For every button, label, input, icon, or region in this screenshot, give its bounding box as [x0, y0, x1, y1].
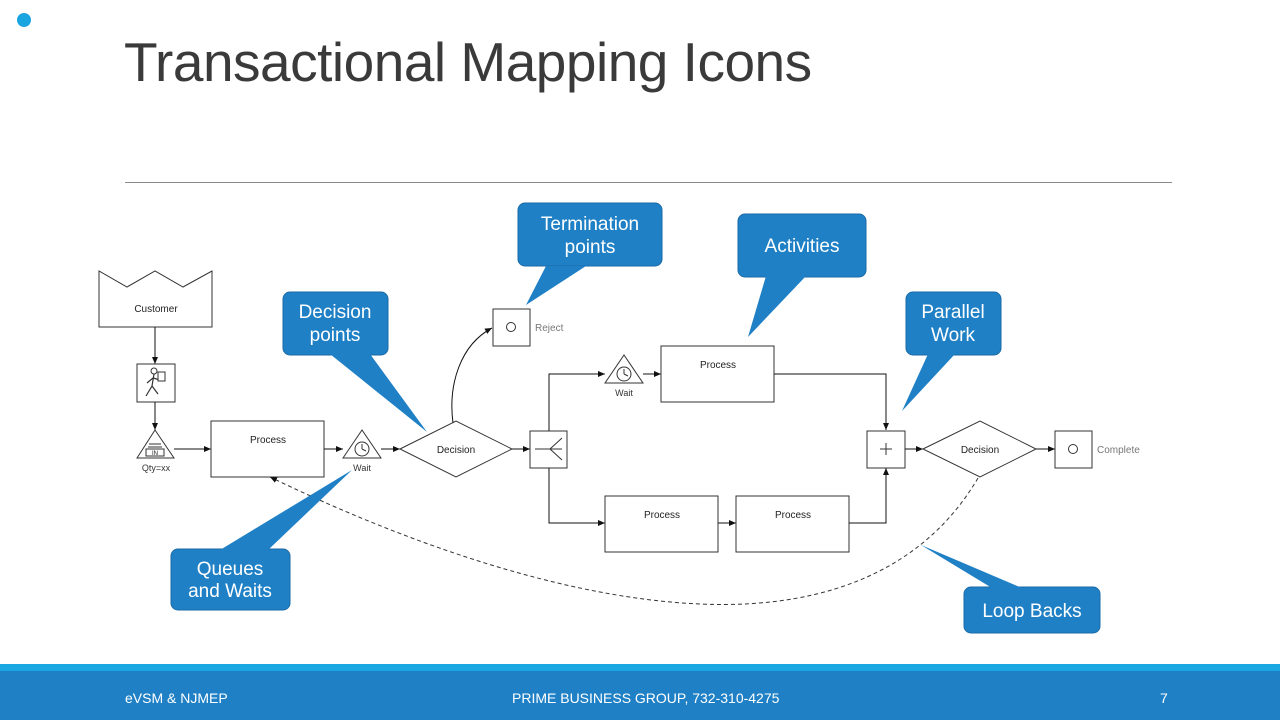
callout-text: Queues [197, 559, 264, 580]
customer-label: Customer [134, 304, 178, 315]
process-diagram: Customer IN Qty=xx Process Wait Decision… [98, 202, 1140, 634]
qty-label: Qty=xx [142, 463, 171, 473]
process-box-main [210, 420, 325, 478]
callout-text: Work [931, 325, 975, 346]
process-main-label: Process [250, 435, 286, 446]
callout-text: points [565, 237, 616, 258]
callout-text: and Waits [188, 581, 272, 602]
page-number: 7 [1160, 690, 1168, 706]
inventory-label: IN [152, 451, 158, 457]
wait-clock-icon [604, 354, 644, 384]
reject-label: Reject [535, 323, 564, 334]
termination-circle-icon [506, 322, 516, 332]
callout-text: Termination [541, 214, 639, 235]
wait-2-label: Wait [615, 388, 633, 398]
termination-circle-icon [1068, 444, 1078, 454]
split-icon [529, 430, 568, 469]
callout-termination-points: Termination points [517, 202, 663, 305]
callout-queues-and-waits: Queues and Waits [170, 470, 352, 611]
footer-left-text: eVSM & NJMEP [125, 690, 228, 706]
inventory-triangle-icon: IN [136, 429, 175, 459]
process-bottom-2-label: Process [775, 510, 811, 521]
process-bottom-1-label: Process [644, 510, 680, 521]
connector [548, 371, 605, 431]
process-top-label: Process [700, 360, 736, 371]
footer-accent-bar [0, 664, 1280, 671]
complete-label: Complete [1097, 445, 1140, 456]
connector-reject [451, 327, 493, 424]
footer-center-text: PRIME BUSINESS GROUP, 732-310-4275 [512, 690, 780, 706]
decision-1-label: Decision [437, 445, 475, 456]
callout-text: Decision [299, 302, 372, 323]
person-walking-icon [136, 363, 176, 403]
process-box-bottom-2 [735, 495, 850, 553]
title-divider [125, 182, 1172, 183]
termination-box-reject [492, 308, 531, 347]
connector [548, 468, 605, 526]
process-box-top [660, 345, 775, 403]
footer-bar: eVSM & NJMEP PRIME BUSINESS GROUP, 732-3… [0, 671, 1280, 720]
termination-box-complete [1054, 430, 1093, 469]
slide-title: Transactional Mapping Icons [124, 31, 812, 93]
customer-icon: Customer [98, 270, 213, 328]
decision-2-label: Decision [961, 445, 999, 456]
callout-text: Loop Backs [982, 601, 1081, 622]
bullet-icon [17, 13, 31, 27]
callout-decision-points: Decision points [282, 291, 427, 432]
wait-1-label: Wait [353, 463, 371, 473]
connector [849, 468, 889, 524]
join-plus-icon [866, 430, 906, 469]
callout-text: Parallel [921, 302, 984, 323]
callout-parallel-work: Parallel Work [902, 291, 1002, 411]
callout-activities: Activities [737, 213, 867, 337]
callout-text: Activities [765, 236, 840, 257]
callout-loop-backs: Loop Backs [921, 545, 1101, 634]
process-box-bottom-1 [604, 495, 719, 553]
wait-clock-icon [342, 429, 382, 459]
callout-text: points [310, 325, 361, 346]
loop-back-connector [269, 476, 979, 605]
connector [774, 373, 889, 430]
